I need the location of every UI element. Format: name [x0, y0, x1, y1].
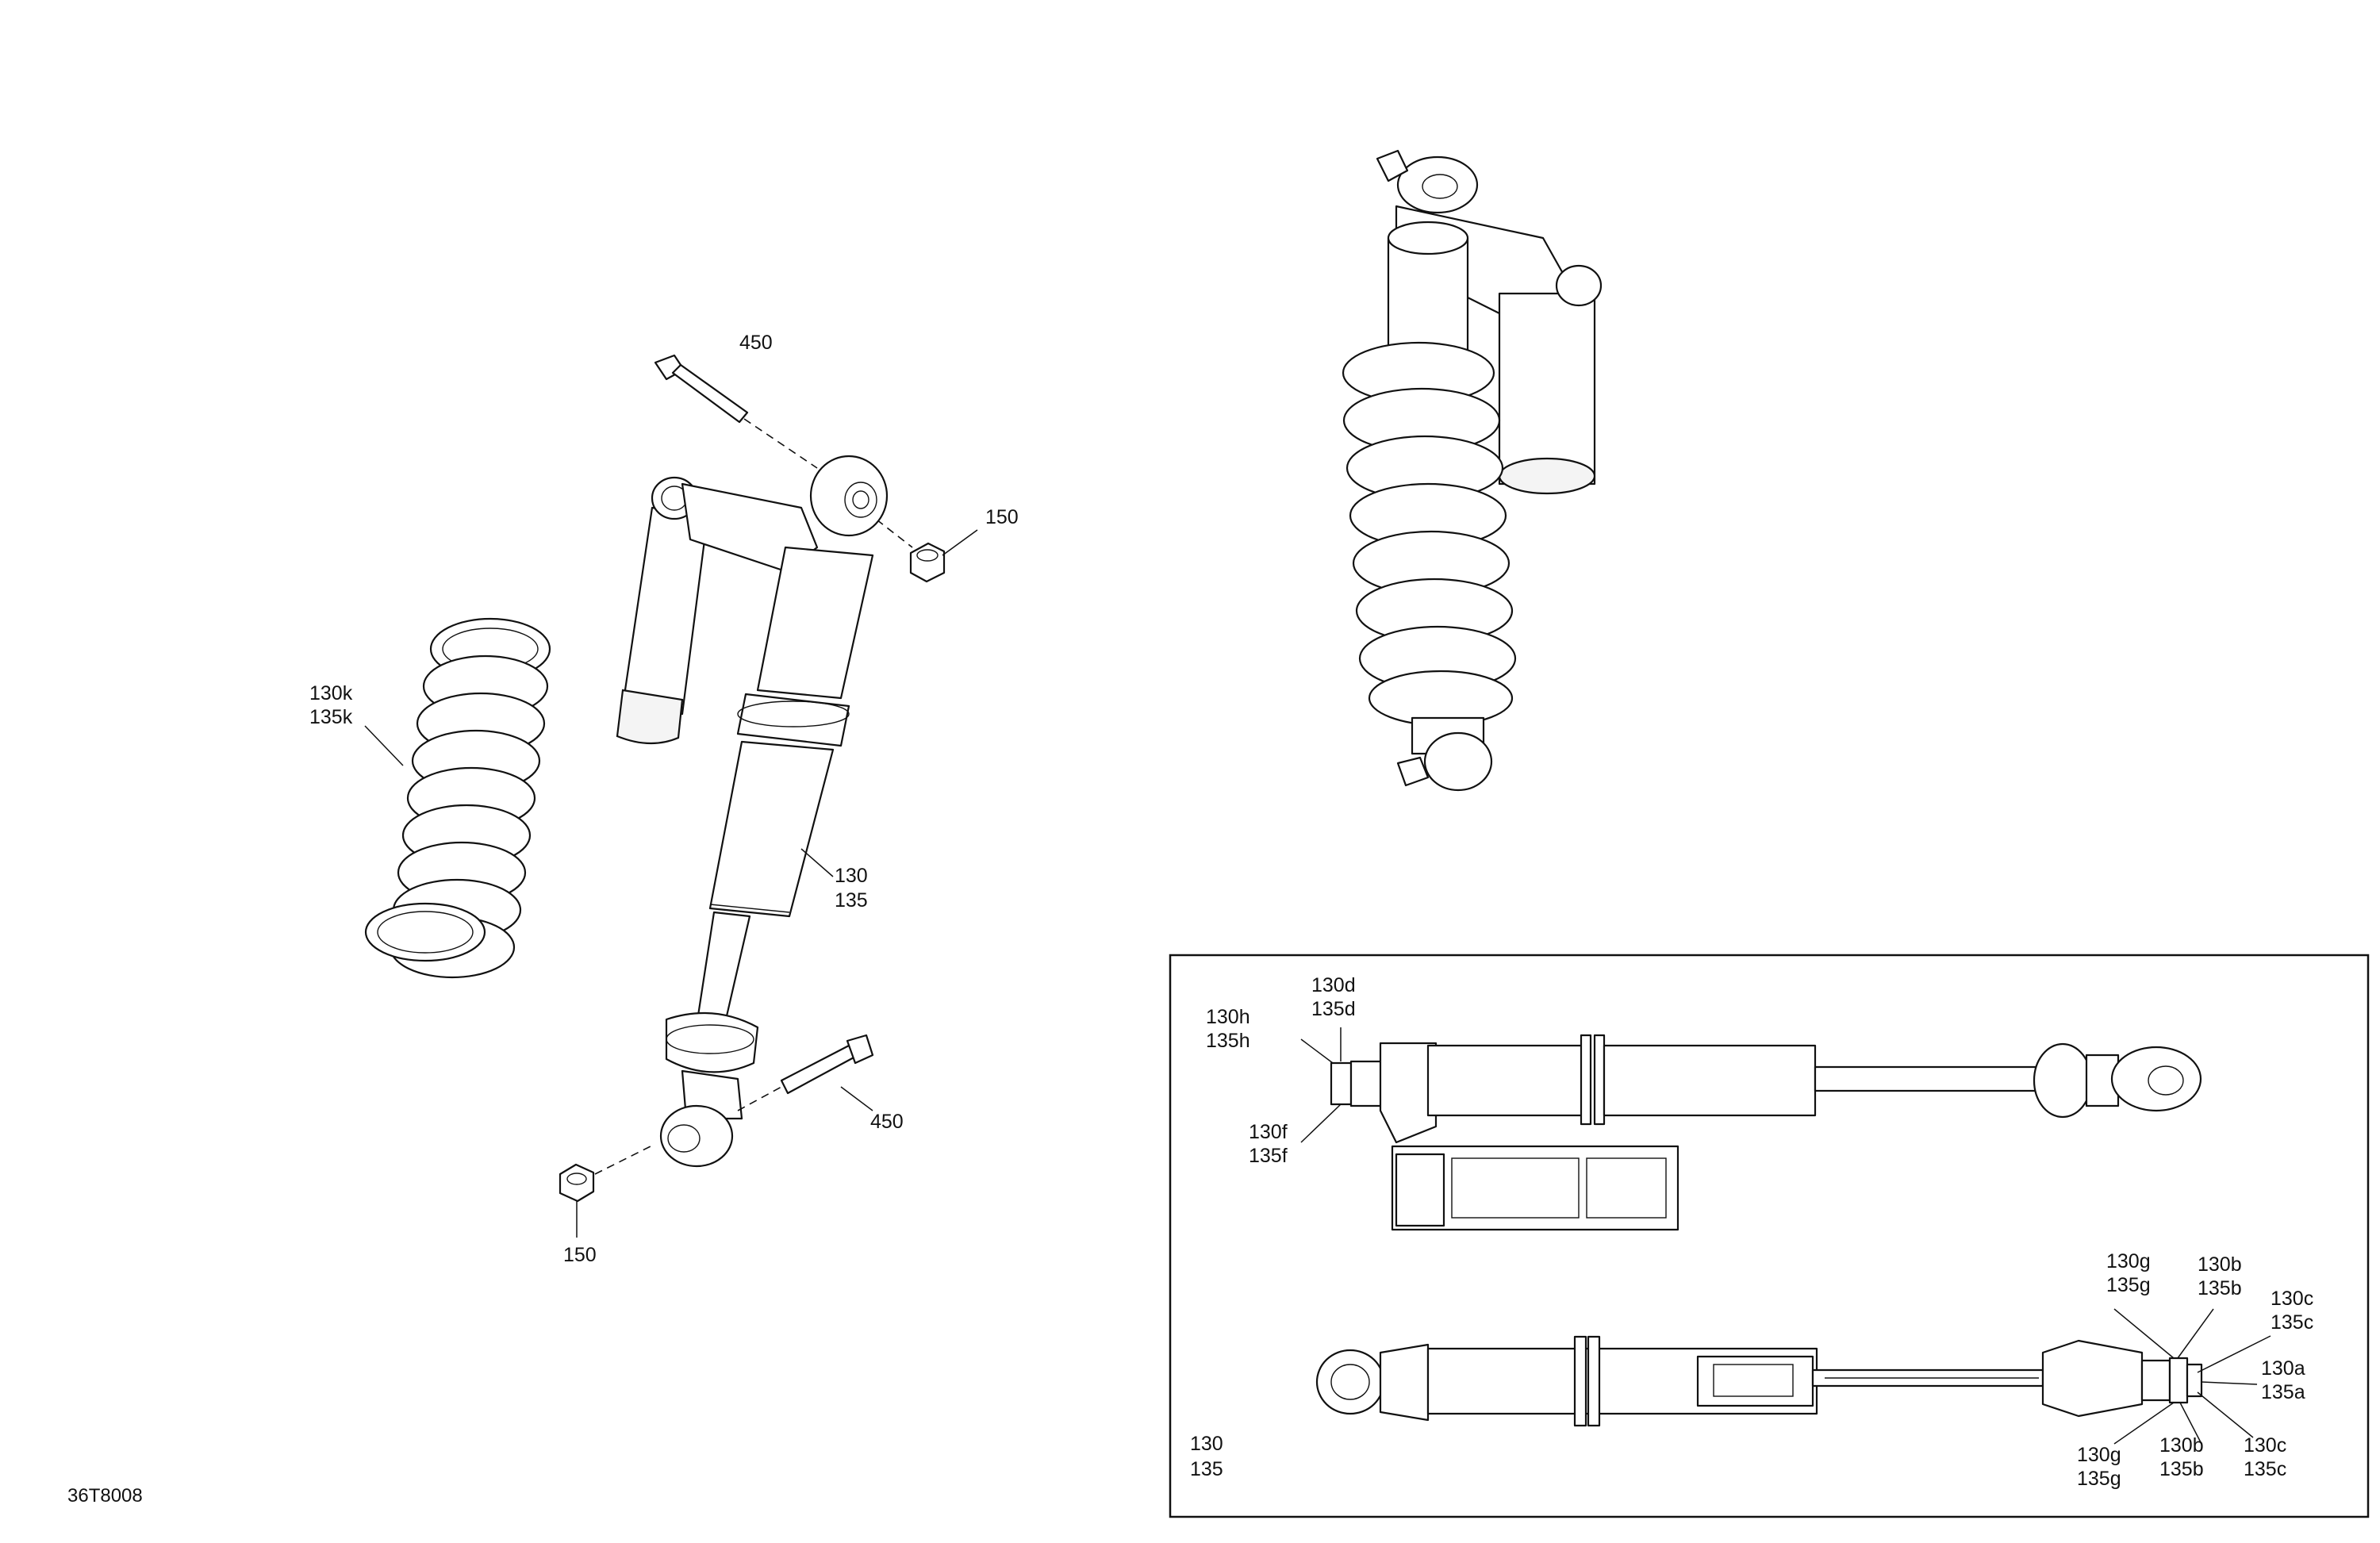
- detail-shock-upper[interactable]: [1330, 1034, 2202, 1231]
- top-bolt[interactable]: [654, 354, 818, 469]
- callout-nut-bottom: 150: [563, 1244, 597, 1266]
- callout-135d: 135d: [1311, 998, 1356, 1020]
- callout-130g-bottom: 130g: [2077, 1444, 2121, 1466]
- callout-bolt-top: 450: [739, 332, 773, 354]
- callout-130d: 130d: [1311, 974, 1356, 996]
- callout-shock-135: 135: [835, 889, 868, 912]
- callout-130b-top: 130b: [2198, 1253, 2242, 1276]
- callout-135h: 135h: [1206, 1030, 1250, 1052]
- bottom-bolt[interactable]: [737, 1034, 874, 1111]
- callout-135b-bottom: 135b: [2159, 1458, 2204, 1480]
- callout-135c-top: 135c: [2271, 1311, 2313, 1334]
- callout-135-detail: 135: [1190, 1458, 1223, 1480]
- shock-absorber[interactable]: [616, 455, 889, 1168]
- detail-shock-lower[interactable]: [1315, 1335, 2203, 1427]
- callout-135g-top: 135g: [2106, 1274, 2151, 1296]
- bottom-nut[interactable]: [559, 1146, 651, 1203]
- callout-135a: 135a: [2261, 1381, 2305, 1403]
- callout-130a: 130a: [2261, 1357, 2305, 1380]
- figure-code: 36T8008: [67, 1485, 143, 1507]
- callout-135f: 135f: [1249, 1145, 1288, 1167]
- callout-130-detail: 130: [1190, 1433, 1223, 1455]
- assembled-view: [1342, 149, 1603, 792]
- callout-135c-bottom: 135c: [2244, 1458, 2286, 1480]
- callout-135b-top: 135b: [2198, 1277, 2242, 1299]
- detail-box: 130d 135d 130h 135h 130f 135f 130g 135g …: [1169, 954, 2370, 1518]
- callout-spring-135k: 135k: [309, 706, 353, 728]
- callout-130h: 130h: [1206, 1006, 1250, 1028]
- exploded-view: 450 150 130k 135k 130 135 450 150: [309, 332, 1019, 1266]
- callout-130f: 130f: [1249, 1121, 1288, 1143]
- callout-135g-bottom: 135g: [2077, 1468, 2121, 1490]
- coil-spring[interactable]: [364, 617, 551, 979]
- callout-spring-130k: 130k: [309, 682, 353, 704]
- top-nut[interactable]: [876, 519, 946, 583]
- callout-shock-130: 130: [835, 865, 868, 887]
- callout-bolt-bottom: 450: [870, 1111, 904, 1133]
- callout-130g-top: 130g: [2106, 1250, 2151, 1272]
- callout-130b-bottom: 130b: [2159, 1434, 2204, 1457]
- callout-130c-bottom: 130c: [2244, 1434, 2286, 1457]
- callout-130c-top: 130c: [2271, 1288, 2313, 1310]
- callout-nut-top: 150: [985, 506, 1019, 528]
